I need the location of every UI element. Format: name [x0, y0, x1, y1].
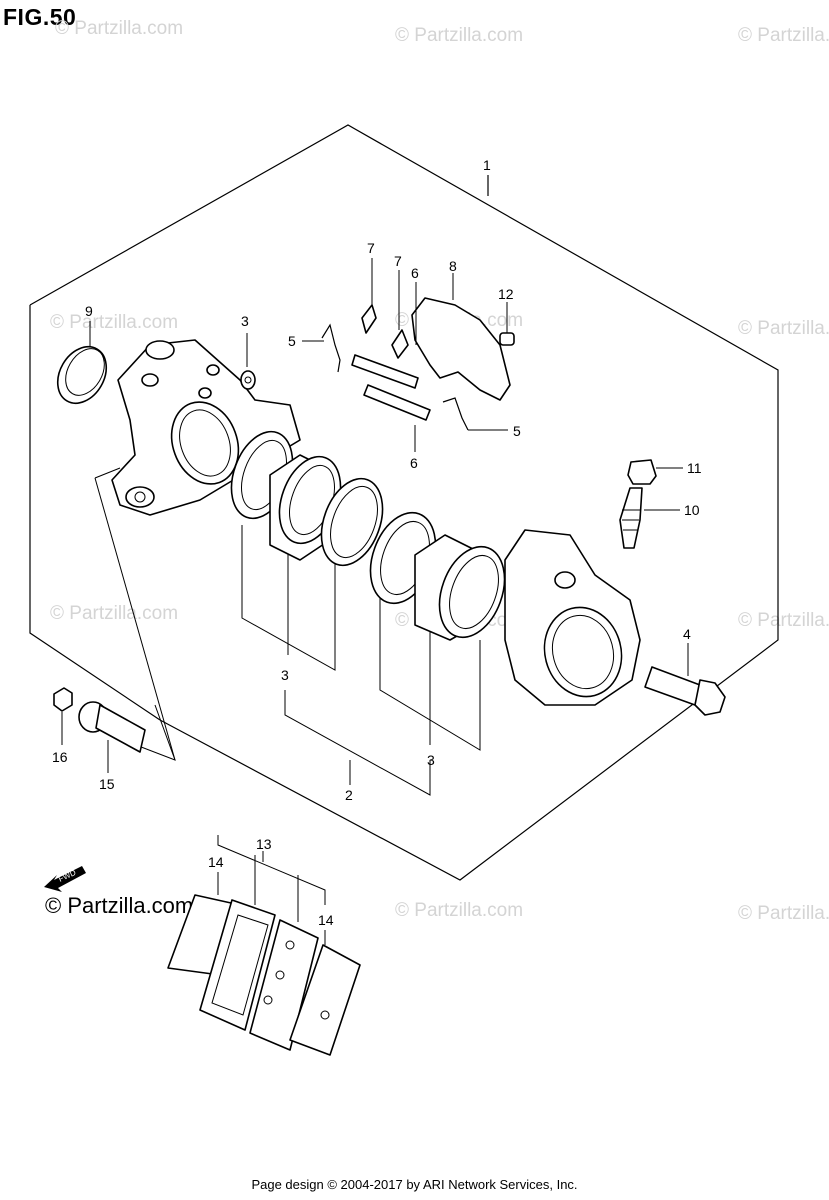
watermark: © Partzilla.com	[55, 18, 184, 39]
caliper-body-left	[111, 339, 301, 516]
watermark: © Partzilla.com	[738, 903, 829, 924]
cap-part-9	[56, 345, 108, 405]
callout-15: 15	[99, 776, 115, 792]
washer-part-3	[240, 370, 256, 390]
callout-3: 3	[427, 752, 435, 768]
page-footer: Page design © 2004-2017 by ARI Network S…	[251, 1177, 578, 1192]
callout-13: 13	[256, 836, 272, 852]
bleeder-cap-part-11	[627, 459, 657, 485]
pad-spring-part-8	[411, 297, 511, 401]
callout-5: 5	[288, 333, 296, 349]
watermark-main: © Partzilla.com	[45, 893, 194, 918]
callout-7: 7	[367, 240, 375, 256]
leader-bracket	[94, 467, 121, 479]
nut-part-16	[53, 687, 73, 712]
callout-12: 12	[498, 286, 514, 302]
callout-1: 1	[483, 157, 491, 173]
callout-8: 8	[449, 258, 457, 274]
callout-14: 14	[208, 854, 224, 870]
leader-bracket	[94, 477, 176, 761]
clip-part-7-left	[361, 304, 377, 334]
callout-9: 9	[85, 303, 93, 319]
pin-part-6-bottom	[363, 384, 431, 421]
seal-ring-mid	[320, 477, 384, 567]
watermark: © Partzilla.com	[50, 312, 179, 333]
watermark: © Partzilla.com	[738, 318, 829, 339]
cap-part-9-inner	[65, 348, 105, 396]
screw-part-12	[499, 320, 515, 346]
fwd-arrow-icon: FWD	[44, 866, 86, 892]
bolt-part-15	[78, 701, 146, 753]
callout-10: 10	[684, 502, 700, 518]
assembly-outline-left	[29, 305, 161, 721]
callout-6: 6	[411, 265, 419, 281]
assembly-outline	[29, 124, 779, 881]
callout-3: 3	[241, 313, 249, 329]
brake-pad-shim-part-14-right	[289, 944, 361, 1056]
leader-13	[217, 835, 326, 905]
brake-pad-part-13-left	[199, 899, 276, 1031]
callout-6: 6	[410, 455, 418, 471]
figure-title: FIG.50	[3, 4, 77, 30]
bolt-part-4	[644, 666, 726, 716]
spring-part-5-left	[321, 323, 341, 373]
callout-16: 16	[52, 749, 68, 765]
callout-14: 14	[318, 912, 334, 928]
callout-5: 5	[513, 423, 521, 439]
washer-hole	[244, 376, 252, 384]
pin-part-6-top	[351, 354, 419, 389]
watermark: © Partzilla.com	[395, 25, 524, 46]
leader-2	[284, 690, 431, 796]
callout-11: 11	[687, 460, 702, 476]
callout-7: 7	[394, 253, 402, 269]
callout-2: 2	[345, 787, 353, 803]
watermark: © Partzilla.com	[395, 900, 524, 921]
callout-3: 3	[281, 667, 289, 683]
watermark: © Partzilla.com	[50, 603, 179, 624]
watermark: © Partzilla.com	[738, 610, 829, 631]
callout-4: 4	[683, 626, 691, 642]
watermark: © Partzilla.com	[738, 25, 829, 46]
bleeder-valve-part-10	[619, 487, 643, 549]
clip-part-7-right	[391, 329, 409, 359]
caliper-body-right	[504, 529, 641, 706]
piston-right	[414, 534, 506, 641]
brake-pad-part-13-right	[249, 919, 319, 1051]
spring-part-5-right	[442, 397, 469, 431]
